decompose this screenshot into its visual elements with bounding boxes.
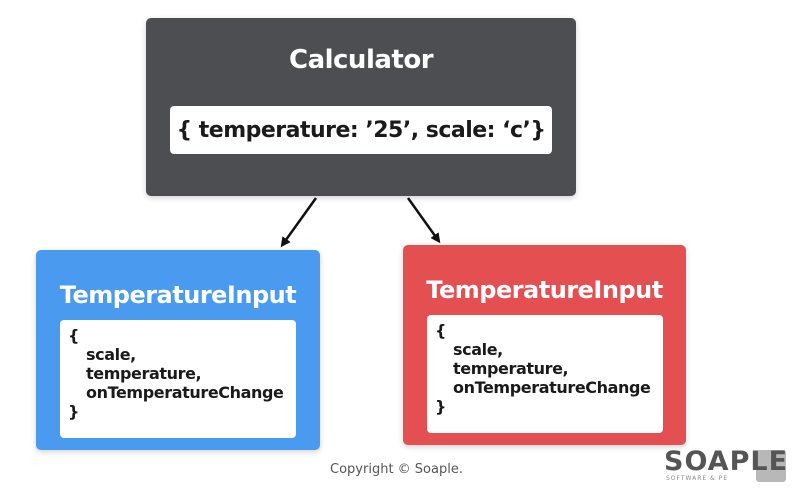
logo-text: SOAPLE xyxy=(664,446,789,477)
arrow-to-left xyxy=(280,197,318,248)
calculator-title: Calculator xyxy=(288,45,434,75)
temperature-input-right: TemperatureInput { scale, temperature, o… xyxy=(403,245,686,445)
props-box: { scale, temperature, onTemperatureChang… xyxy=(60,320,296,438)
logo-mark-icon xyxy=(756,450,786,482)
prop-temperature: temperature, xyxy=(453,359,569,378)
soaple-logo: SOAPLE SOFTWARE & PE xyxy=(664,446,789,484)
prop-on-temperature-change: onTemperatureChange xyxy=(86,383,284,402)
calculator-box: Calculator { temperature: ’25’, scale: ‘… xyxy=(146,18,576,196)
prop-scale: scale, xyxy=(453,340,503,359)
copyright-footer: Copyright © Soaple. xyxy=(330,462,463,477)
arrow-to-right xyxy=(406,197,441,244)
temperature-input-title: TemperatureInput xyxy=(59,281,297,309)
props-close-brace: } xyxy=(435,397,446,416)
prop-on-temperature-change: onTemperatureChange xyxy=(453,378,651,397)
props-close-brace: } xyxy=(68,402,79,421)
props-open-brace: { xyxy=(435,321,446,340)
logo-subtitle: SOFTWARE & PE xyxy=(666,475,729,482)
temperature-input-left: TemperatureInput { scale, temperature, o… xyxy=(36,250,320,450)
calculator-state: { temperature: ’25’, scale: ‘c’} xyxy=(170,106,552,154)
props-box: { scale, temperature, onTemperatureChang… xyxy=(427,315,663,433)
prop-scale: scale, xyxy=(86,345,136,364)
temperature-input-title: TemperatureInput xyxy=(426,276,663,304)
props-open-brace: { xyxy=(68,326,79,345)
prop-temperature: temperature, xyxy=(86,364,202,383)
